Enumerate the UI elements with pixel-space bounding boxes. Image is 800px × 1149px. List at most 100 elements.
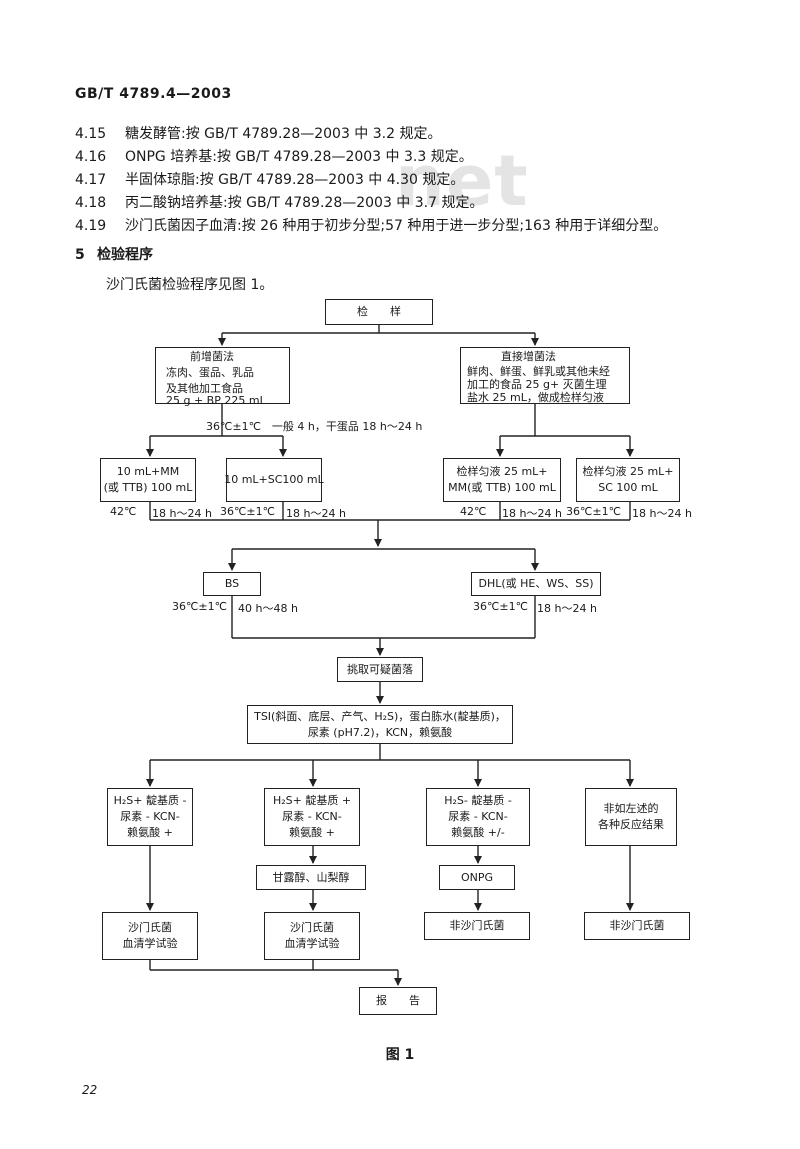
onpg-label: ONPG xyxy=(460,870,494,884)
direct-sc-line: SC 100 mL xyxy=(598,481,658,494)
section-title: 检验程序 xyxy=(97,247,153,263)
section-number: 5 xyxy=(75,247,85,263)
final-line: 沙门氏菌 xyxy=(290,921,334,934)
result-box: H₂S+ 靛基质 - 尿素 - KCN- 赖氨酸 + xyxy=(107,788,193,846)
result-line: H₂S+ 靛基质 + xyxy=(272,794,352,807)
bs-plate-box: BS xyxy=(203,572,261,596)
result-box: H₂S- 靛基质 - 尿素 - KCN- 赖氨酸 +/- xyxy=(426,788,530,846)
bs-plate-label: BS xyxy=(224,577,240,590)
document-header: GB/T 4789.4—2003 xyxy=(75,86,232,102)
pre-enrichment-line: 25 g + BP 225 mL xyxy=(166,394,266,407)
direct-enrichment-line: 鲜肉、鲜蛋、鲜乳或其他未经 xyxy=(467,365,610,378)
incubation-temp-label: 42℃ xyxy=(110,505,137,518)
result-line: 尿素 - KCN- xyxy=(448,810,508,823)
report-box: 报 告 xyxy=(359,987,437,1015)
result-box: 非如左述的 各种反应结果 xyxy=(585,788,677,846)
figure-caption: 图 1 xyxy=(385,1047,415,1063)
pick-colony-box: 挑取可疑菌落 xyxy=(337,657,423,682)
plating-temp-label: 36℃±1℃ xyxy=(473,600,528,613)
clause: 4.18 丙二酸钠培养基:按 GB/T 4789.28—2003 中 3.7 规定… xyxy=(75,192,483,212)
clause: 4.15 糖发酵管:按 GB/T 4789.28—2003 中 3.2 规定。 xyxy=(75,123,441,143)
result-line: 非如左述的 xyxy=(603,802,659,815)
result-line: 尿素 - KCN- xyxy=(282,810,342,823)
non-salmonella-box: 非沙门氏菌 xyxy=(584,912,690,940)
clause: 4.19 沙门氏菌因子血清:按 26 种用于初步分型;57 种用于进一步分型;16… xyxy=(75,215,667,235)
plating-time-label: 18 h～24 h xyxy=(537,602,597,615)
result-line: 赖氨酸 +/- xyxy=(451,826,505,839)
incubation-temp-label: 36℃±1℃ xyxy=(566,505,621,518)
clause: 4.17 半固体琼脂:按 GB/T 4789.28—2003 中 4.30 规定。 xyxy=(75,169,464,189)
mannitol-sorbitol-box: 甘露醇、山梨醇 xyxy=(256,865,366,890)
sample-box: 检 样 xyxy=(325,299,433,325)
incubation-temp-label: 42℃ xyxy=(460,505,487,518)
direct-enrichment-box: 直接增菌法 鲜肉、鲜蛋、鲜乳或其他未经 加工的食品 25 g+ 灭菌生理 盐水 … xyxy=(460,347,630,404)
clause-text: 糖发酵管:按 GB/T 4789.28—2003 中 3.2 规定。 xyxy=(125,126,442,142)
clause-text: 沙门氏菌因子血清:按 26 种用于初步分型;57 种用于进一步分型;163 种用… xyxy=(125,218,668,234)
clause-text: ONPG 培养基:按 GB/T 4789.28—2003 中 3.3 规定。 xyxy=(125,149,473,165)
biochemical-test-line: TSI(斜面、底层、产气、H₂S)，蛋白胨水(靛基质)， xyxy=(254,709,506,723)
dhl-plate-label: DHL(或 HE、WS、SS) xyxy=(478,577,594,590)
incubation-time-label: 18 h～24 h xyxy=(286,507,346,520)
result-line: 各种反应结果 xyxy=(598,818,664,831)
incubation-time-label: 18 h～24 h xyxy=(632,507,692,520)
intro-text: 沙门氏菌检验程序见图 1。 xyxy=(106,277,274,293)
clause-number: 4.18 xyxy=(75,195,107,211)
mm-enrichment-line: (或 TTB) 100 mL xyxy=(103,481,193,494)
direct-mm-line: MM(或 TTB) 100 mL xyxy=(448,481,556,494)
clause-text: 半固体琼脂:按 GB/T 4789.28—2003 中 4.30 规定。 xyxy=(125,172,465,188)
clause-number: 4.19 xyxy=(75,218,107,234)
result-line: H₂S- 靛基质 - xyxy=(444,794,512,807)
mm-enrichment-line: 10 mL+MM xyxy=(116,465,180,478)
biochemical-test-box: TSI(斜面、底层、产气、H₂S)，蛋白胨水(靛基质)， 尿素 (pH7.2)，… xyxy=(247,705,513,744)
incubation-time-label: 18 h～24 h xyxy=(502,507,562,520)
watermark: net xyxy=(395,140,529,222)
result-box: H₂S+ 靛基质 + 尿素 - KCN- 赖氨酸 + xyxy=(264,788,360,846)
plating-temp-label: 36℃±1℃ xyxy=(172,600,227,613)
result-line: H₂S+ 靛基质 - xyxy=(113,794,187,807)
pre-incubation-label: 36℃±1℃ 一般 4 h，干蛋品 18 h～24 h xyxy=(206,420,423,433)
clause: 4.16 ONPG 培养基:按 GB/T 4789.28—2003 中 3.3 规… xyxy=(75,146,473,166)
non-salmonella-box: 非沙门氏菌 xyxy=(424,912,530,940)
biochemical-test-line: 尿素 (pH7.2)，KCN，赖氨酸 xyxy=(307,725,453,739)
clause-number: 4.16 xyxy=(75,149,107,165)
plating-time-label: 40 h～48 h xyxy=(238,602,298,615)
direct-sc-enrichment-box: 检样匀液 25 mL+ SC 100 mL xyxy=(576,458,680,502)
final-line: 血清学试验 xyxy=(122,937,178,950)
pre-enrichment-title: 前增菌法 xyxy=(190,350,234,363)
incubation-time-label: 18 h～24 h xyxy=(152,507,212,520)
dhl-plate-box: DHL(或 HE、WS、SS) xyxy=(471,572,601,596)
final-line: 血清学试验 xyxy=(284,937,340,950)
direct-mm-enrichment-box: 检样匀液 25 mL+ MM(或 TTB) 100 mL xyxy=(443,458,561,502)
direct-enrichment-line: 盐水 25 mL，做成检样匀液 xyxy=(467,391,604,404)
result-line: 赖氨酸 + xyxy=(289,826,335,839)
pick-colony-label: 挑取可疑菌落 xyxy=(347,662,413,676)
direct-sc-line: 检样匀液 25 mL+ xyxy=(582,465,674,478)
clause-number: 4.17 xyxy=(75,172,107,188)
serology-box: 沙门氏菌 血清学试验 xyxy=(102,912,198,960)
clause-text: 丙二酸钠培养基:按 GB/T 4789.28—2003 中 3.7 规定。 xyxy=(125,195,484,211)
final-line: 非沙门氏菌 xyxy=(609,919,665,932)
final-line: 沙门氏菌 xyxy=(128,921,172,934)
incubation-temp-label: 36℃±1℃ xyxy=(220,505,275,518)
clause-number: 4.15 xyxy=(75,126,107,142)
sc-enrichment-line: 10 mL+SC100 mL xyxy=(224,473,324,486)
section-heading: 5 检验程序 xyxy=(75,244,153,264)
mannitol-sorbitol-label: 甘露醇、山梨醇 xyxy=(272,870,350,884)
report-label: 报 告 xyxy=(376,994,420,1007)
direct-enrichment-line: 加工的食品 25 g+ 灭菌生理 xyxy=(467,378,607,391)
mm-enrichment-box: 10 mL+MM (或 TTB) 100 mL xyxy=(100,458,196,502)
pre-enrichment-line: 及其他加工食品 xyxy=(166,382,243,395)
direct-enrichment-title: 直接增菌法 xyxy=(501,350,556,363)
result-line: 赖氨酸 + xyxy=(127,826,173,839)
page-number: 22 xyxy=(82,1083,98,1097)
sc-enrichment-box: 10 mL+SC100 mL xyxy=(224,458,324,502)
onpg-box: ONPG xyxy=(439,865,515,890)
direct-mm-line: 检样匀液 25 mL+ xyxy=(456,465,548,478)
sample-label: 检 样 xyxy=(357,305,401,318)
pre-enrichment-box: 前增菌法 冻肉、蛋品、乳品 及其他加工食品 25 g + BP 225 mL xyxy=(155,347,290,407)
final-line: 非沙门氏菌 xyxy=(449,919,505,932)
result-line: 尿素 - KCN- xyxy=(120,810,180,823)
serology-box: 沙门氏菌 血清学试验 xyxy=(264,912,360,960)
pre-enrichment-line: 冻肉、蛋品、乳品 xyxy=(166,366,254,379)
